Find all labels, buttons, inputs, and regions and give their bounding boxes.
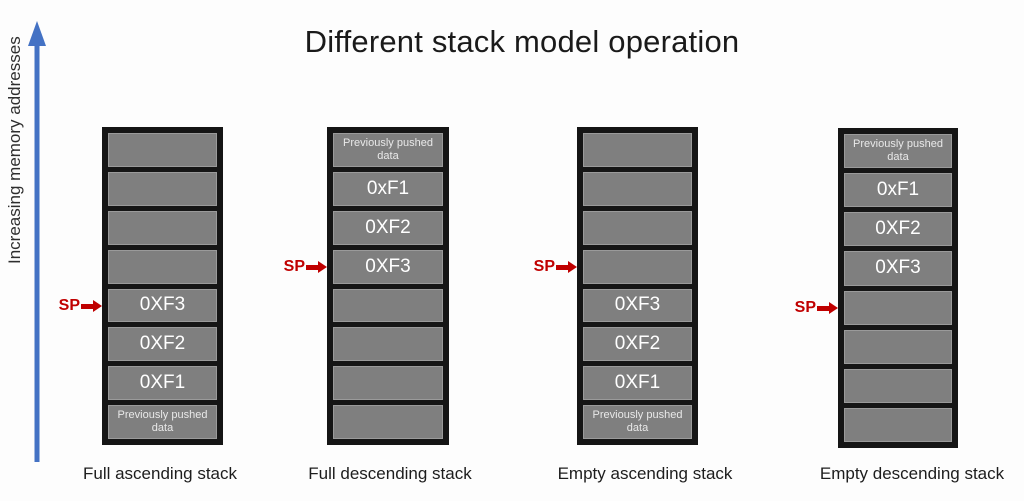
stack-cell-filled: 0XF3 — [108, 288, 217, 323]
stack-caption-full-ascending: Full ascending stack — [82, 464, 238, 483]
stack-empty-descending: Previously pushed data 0xF1 0XF2 0XF3 — [838, 128, 958, 448]
stack-cell-filled: 0XF1 — [108, 366, 217, 401]
stack-cell-empty — [108, 210, 217, 245]
sp-label: SP — [283, 258, 305, 275]
stack-cell-filled: 0XF2 — [844, 212, 952, 247]
stack-cell-empty — [333, 327, 443, 362]
sp-pointer: SP — [525, 258, 577, 276]
stack-cell-empty — [108, 249, 217, 284]
stack-caption-empty-descending: Empty descending stack — [819, 464, 1005, 483]
stack-cell-filled: 0xF1 — [844, 173, 952, 208]
page-title: Different stack model operation — [304, 24, 740, 59]
sp-arrow-icon — [306, 264, 318, 270]
stack-cell-empty — [844, 368, 952, 403]
stack-cell-empty — [583, 210, 692, 245]
stack-cell-filled: 0XF3 — [333, 249, 443, 284]
sp-arrowhead-icon — [93, 300, 102, 312]
stack-cell-empty — [333, 288, 443, 323]
stack-cell-empty — [108, 133, 217, 167]
stack-cell-filled: 0xF1 — [333, 171, 443, 206]
stack-cell-filled: Previously pushed data — [583, 405, 692, 439]
stack-cell-empty — [844, 329, 952, 364]
stack-full-descending: Previously pushed data 0xF1 0XF2 0XF3 — [327, 127, 449, 445]
sp-label: SP — [794, 299, 816, 316]
stack-cell-filled: Previously pushed data — [333, 133, 443, 167]
stack-cell-empty — [583, 249, 692, 284]
sp-pointer: SP — [275, 258, 327, 276]
sp-arrow-icon — [817, 305, 829, 311]
stack-cell-empty — [333, 366, 443, 401]
sp-arrowhead-icon — [318, 261, 327, 273]
stack-cell-filled: 0XF2 — [333, 210, 443, 245]
stack-cell-empty — [844, 407, 952, 442]
stack-cell-filled: 0XF3 — [583, 288, 692, 323]
sp-arrowhead-icon — [829, 302, 838, 314]
stack-cell-filled: 0XF1 — [583, 366, 692, 401]
stack-cell-empty — [583, 171, 692, 206]
sp-label: SP — [533, 258, 555, 275]
sp-arrowhead-icon — [568, 261, 577, 273]
sp-arrow-icon — [81, 303, 93, 309]
memory-axis-arrow-icon — [28, 21, 46, 462]
stack-cell-empty — [108, 171, 217, 206]
sp-arrow-icon — [556, 264, 568, 270]
stack-cell-empty — [583, 133, 692, 167]
stack-cell-empty — [844, 290, 952, 325]
stack-cell-filled: Previously pushed data — [108, 405, 217, 439]
stack-cell-empty — [333, 405, 443, 439]
memory-axis-label: Increasing memory addresses — [5, 36, 24, 264]
sp-pointer: SP — [786, 299, 838, 317]
stack-cell-filled: Previously pushed data — [844, 134, 952, 169]
sp-pointer: SP — [50, 297, 102, 315]
stack-cell-filled: 0XF3 — [844, 251, 952, 286]
stack-caption-empty-ascending: Empty ascending stack — [557, 464, 733, 483]
sp-label: SP — [58, 297, 80, 314]
stack-cell-filled: 0XF2 — [108, 327, 217, 362]
stack-cell-filled: 0XF2 — [583, 327, 692, 362]
stack-caption-full-descending: Full descending stack — [308, 464, 472, 483]
